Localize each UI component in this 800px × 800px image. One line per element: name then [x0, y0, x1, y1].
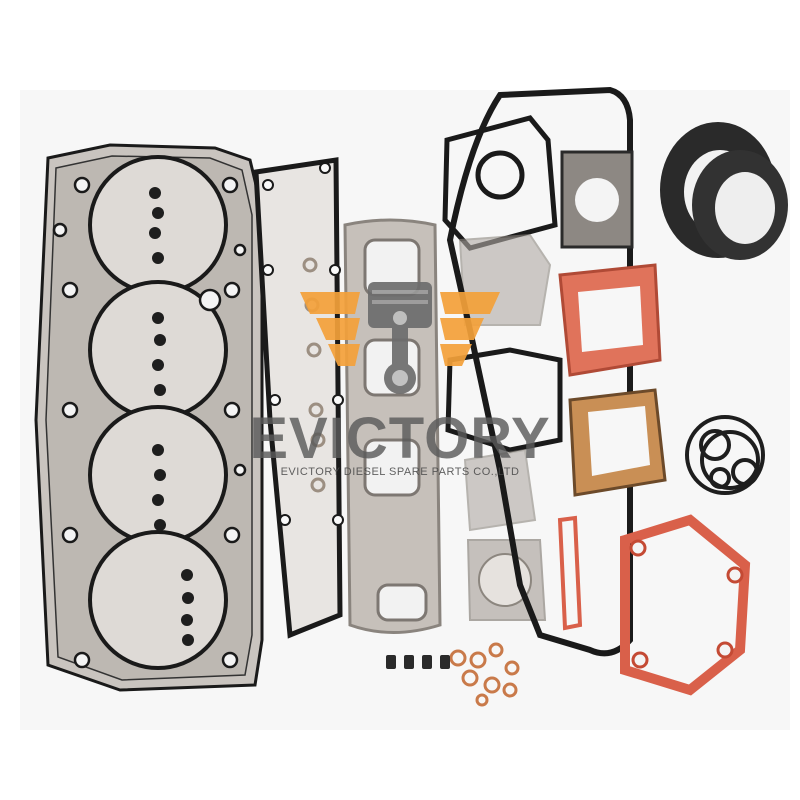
- logo-wing-right-1: [440, 292, 500, 314]
- cylinder-head-gasket: [34, 143, 264, 692]
- water-pump-gasket: [620, 514, 751, 696]
- valve-stem-seals: [149, 187, 194, 646]
- logo-wing-left-2: [316, 318, 360, 340]
- logo-wing-left-1: [300, 292, 360, 314]
- brand-logo: [300, 282, 500, 394]
- small-bolts: [386, 655, 450, 669]
- exhaust-manifold-gasket: [343, 218, 442, 634]
- throttle-body-gasket: [442, 115, 563, 453]
- oil-cooler-gasket: [558, 263, 662, 377]
- thermostat-gasket: [560, 150, 634, 249]
- valve-cover-gasket: [446, 86, 633, 657]
- copper-washers: [449, 642, 520, 707]
- logo-wing-left-3: [328, 344, 360, 366]
- intake-manifold-gasket: [253, 157, 344, 639]
- oil-seals: [660, 122, 788, 260]
- logo-wing-right-2: [440, 318, 484, 340]
- cover-gasket-tan: [568, 388, 667, 497]
- logo-wing-right-3: [440, 344, 472, 366]
- logo-connecting-rod: [392, 326, 408, 372]
- o-rings: [685, 415, 765, 495]
- small-red-gasket: [557, 515, 583, 631]
